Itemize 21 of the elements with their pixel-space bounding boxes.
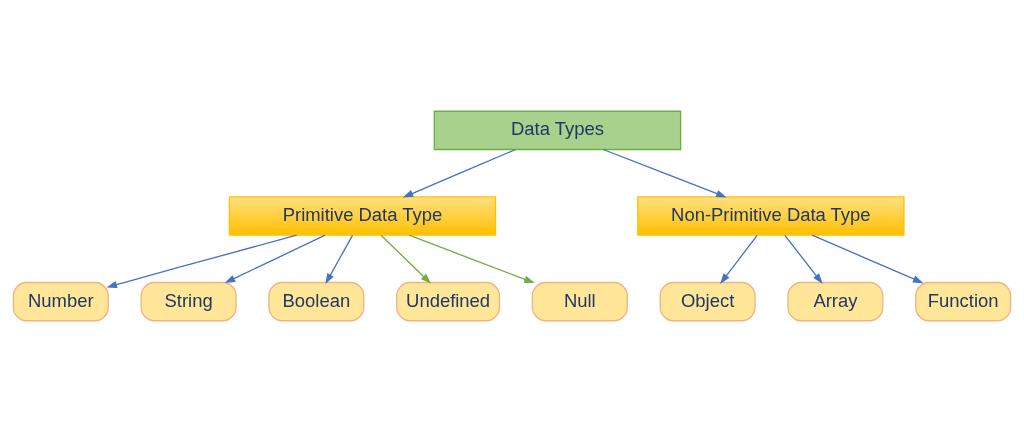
node-box: Object — [659, 281, 756, 321]
node-box: Number — [12, 281, 109, 321]
arrow — [325, 234, 354, 284]
node-box: Undefined — [396, 281, 501, 321]
node-box: Primitive Data Type — [228, 195, 497, 236]
arrow — [811, 233, 924, 283]
node-box: Non-Primitive Data Type — [637, 195, 905, 236]
arrow — [784, 234, 823, 284]
arrow — [408, 233, 535, 283]
node-box: Function — [915, 281, 1012, 321]
arrow — [106, 234, 298, 288]
arrow — [380, 234, 431, 284]
arrow — [402, 148, 517, 198]
node-box: Boolean — [268, 281, 365, 321]
arrow — [720, 234, 758, 284]
arrow — [602, 148, 727, 197]
arrow — [224, 233, 326, 283]
node-box: Null — [531, 281, 628, 321]
node-box: Array — [787, 281, 884, 321]
node-box: String — [140, 281, 237, 321]
node-box: Data Types — [433, 110, 682, 150]
